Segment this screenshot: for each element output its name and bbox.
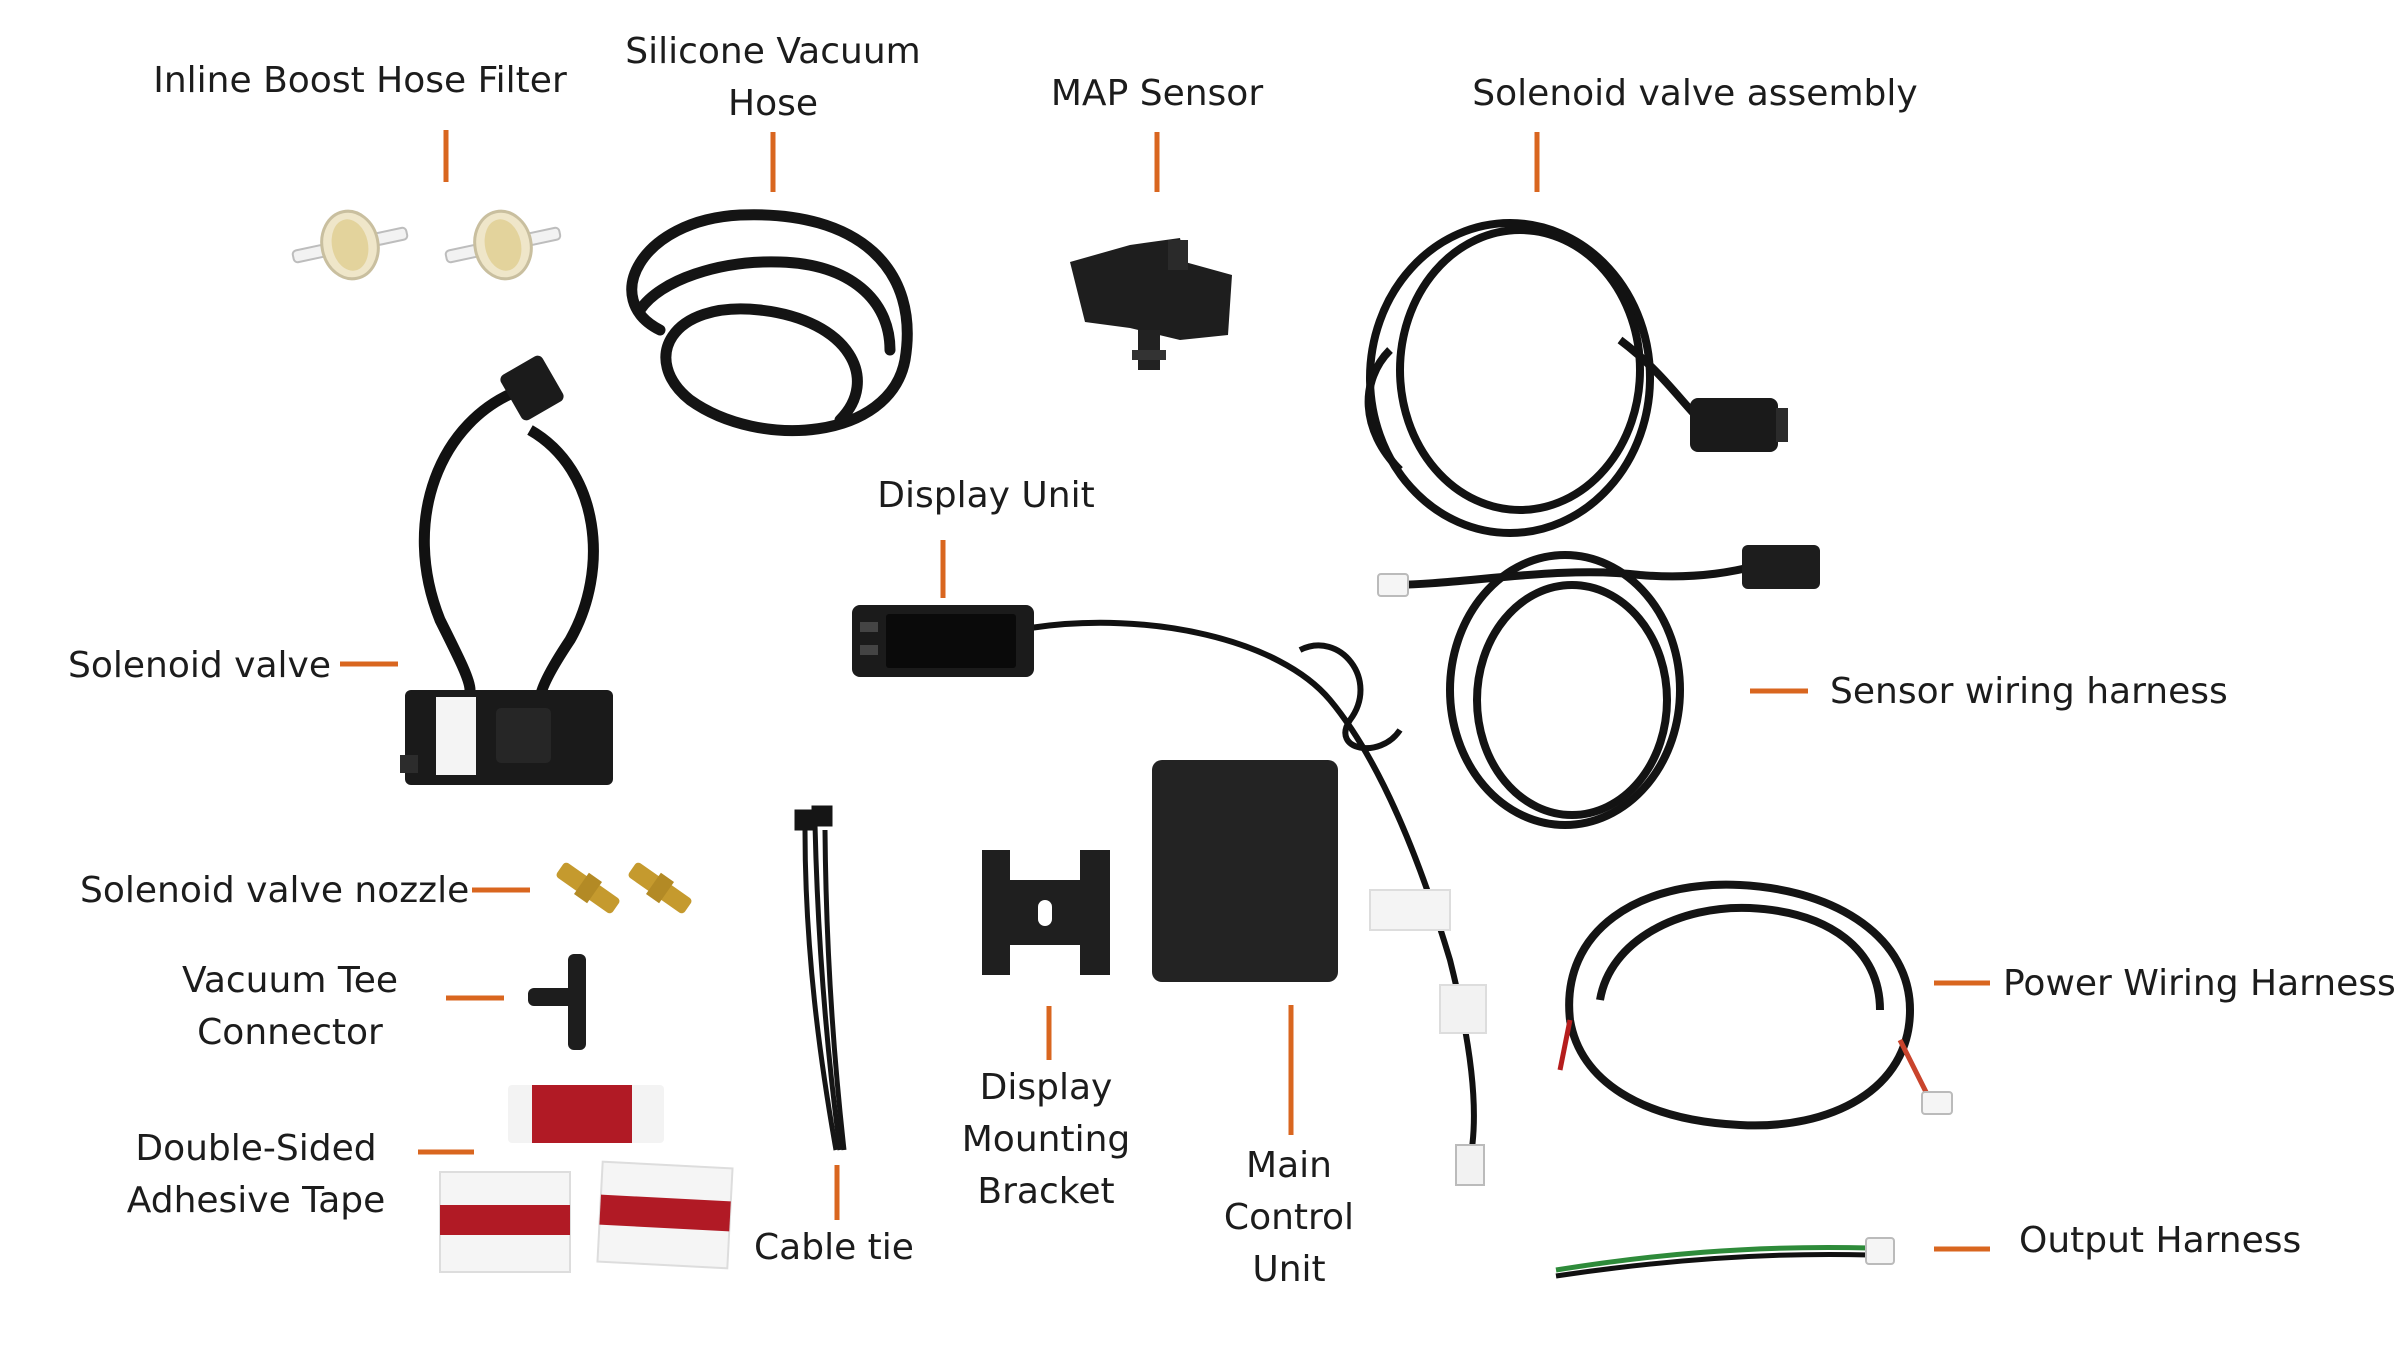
sensor-harness-image [1377, 545, 1820, 829]
label-solenoid-valve-nozzle: Solenoid valve nozzle [80, 870, 470, 911]
label-map-sensor: MAP Sensor [1050, 73, 1264, 114]
label-solenoid-valve-assembly: Solenoid valve assembly [1472, 73, 1918, 114]
solenoid-assembly-image [1364, 219, 1788, 537]
label-vacuum-tee-connector: Vacuum Tee Connector [182, 960, 398, 1053]
label-cable-tie: Cable tie [754, 1227, 914, 1268]
vacuum-hose-image [626, 209, 913, 437]
tee-connector-image [528, 954, 586, 1050]
solenoid-valve-image [400, 355, 613, 785]
label-output-harness: Output Harness [2019, 1220, 2302, 1261]
label-silicone-vacuum-hose: Silicone Vacuum Hose [625, 31, 921, 124]
cable-tie-image [794, 805, 847, 1151]
label-display-mounting-bracket: Display Mounting Bracket [961, 1067, 1131, 1212]
label-inline-boost-hose-filter: Inline Boost Hose Filter [153, 60, 567, 101]
label-power-wiring-harness: Power Wiring Harness [2003, 963, 2396, 1004]
power-harness-image [1557, 880, 1953, 1130]
inline-filter-image [291, 209, 562, 281]
mounting-bracket-image [982, 850, 1110, 975]
leader-lines [340, 130, 1990, 1252]
label-double-sided-adhesive-tape: Double-Sided Adhesive Tape [126, 1128, 386, 1221]
label-sensor-wiring-harness: Sensor wiring harness [1830, 671, 2228, 712]
label-display-unit: Display Unit [877, 475, 1095, 516]
control-unit-image [1152, 760, 1338, 982]
map-sensor-image [1070, 238, 1232, 370]
display-unit-image [852, 605, 1487, 1186]
label-solenoid-valve: Solenoid valve [68, 645, 331, 686]
adhesive-tape-image [439, 1085, 734, 1273]
nozzle-image [556, 862, 692, 914]
output-harness-image [1555, 1237, 1895, 1279]
label-main-control-unit: Main Control Unit [1223, 1145, 1355, 1290]
